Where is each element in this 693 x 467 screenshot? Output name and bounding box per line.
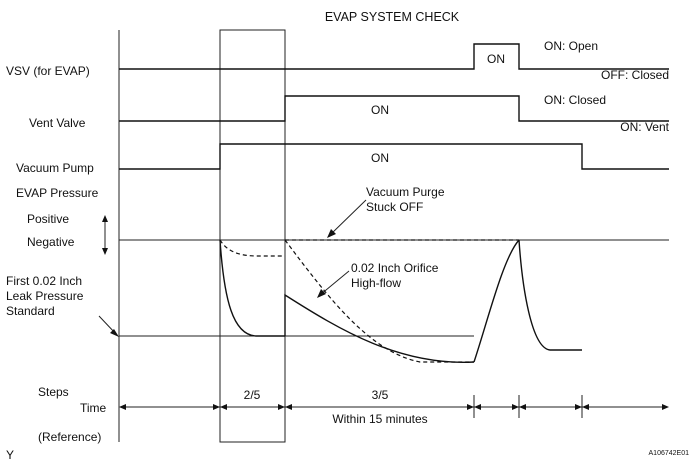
- purge-stuck-off-dashed-curve: [219, 239, 285, 257]
- standard-pointer-arrow: [98, 315, 119, 337]
- standard-label-line1: First 0.02 Inch: [6, 274, 82, 288]
- figure-id: A106742E01: [649, 450, 690, 457]
- duration-label: Within 15 minutes: [332, 412, 427, 426]
- vacuum-pump-signal-line: [119, 143, 669, 170]
- standard-label-line2: Leak Pressure: [6, 289, 84, 303]
- vent-state-on: ON: Closed: [544, 93, 606, 107]
- vent-valve-on-label: ON: [371, 103, 389, 117]
- annotation-orifice-line1: 0.02 Inch Orifice: [351, 261, 439, 275]
- time-label: Time: [80, 401, 107, 415]
- steps-label: Steps: [38, 385, 69, 399]
- vacuum-pump-on-label: ON: [371, 151, 389, 165]
- annotation-vacuum-purge-line1: Vacuum Purge: [366, 185, 445, 199]
- row-label-evap-pressure: EVAP Pressure: [16, 186, 99, 200]
- annotation-purge-arrow: [327, 199, 367, 238]
- reference-label: (Reference): [38, 430, 101, 444]
- step-label-3-5: 3/5: [372, 388, 389, 402]
- pressure-direction-arrow: [102, 215, 108, 255]
- annotation-orifice-arrow: [317, 270, 350, 298]
- vent-state-vent: ON: Vent: [620, 120, 669, 134]
- row-label-vacuum-pump: Vacuum Pump: [16, 161, 94, 175]
- corner-letter: Y: [6, 448, 14, 462]
- step-2-5-box: [219, 29, 286, 443]
- pressure-positive-label: Positive: [27, 212, 69, 226]
- step-label-2-5: 2/5: [244, 388, 261, 402]
- vsv-state-off: OFF: Closed: [601, 68, 669, 82]
- row-label-vent-valve: Vent Valve: [29, 116, 86, 130]
- vsv-signal-line: [119, 43, 669, 70]
- annotation-vacuum-purge-line2: Stuck OFF: [366, 200, 423, 214]
- time-dimension-arrows: [119, 404, 669, 410]
- vsv-state-on: ON: Open: [544, 39, 598, 53]
- diagram-title: EVAP SYSTEM CHECK: [325, 10, 460, 24]
- row-label-vsv: VSV (for EVAP): [6, 64, 90, 78]
- standard-label-line3: Standard: [6, 304, 55, 318]
- evap-pressure-curve: [219, 239, 582, 363]
- vent-valve-signal-line: [119, 95, 669, 122]
- annotation-orifice-line2: High-flow: [351, 276, 401, 290]
- pressure-negative-label: Negative: [27, 235, 75, 249]
- orifice-high-flow-dashed-curve: [284, 239, 474, 363]
- vsv-on-label: ON: [487, 52, 505, 66]
